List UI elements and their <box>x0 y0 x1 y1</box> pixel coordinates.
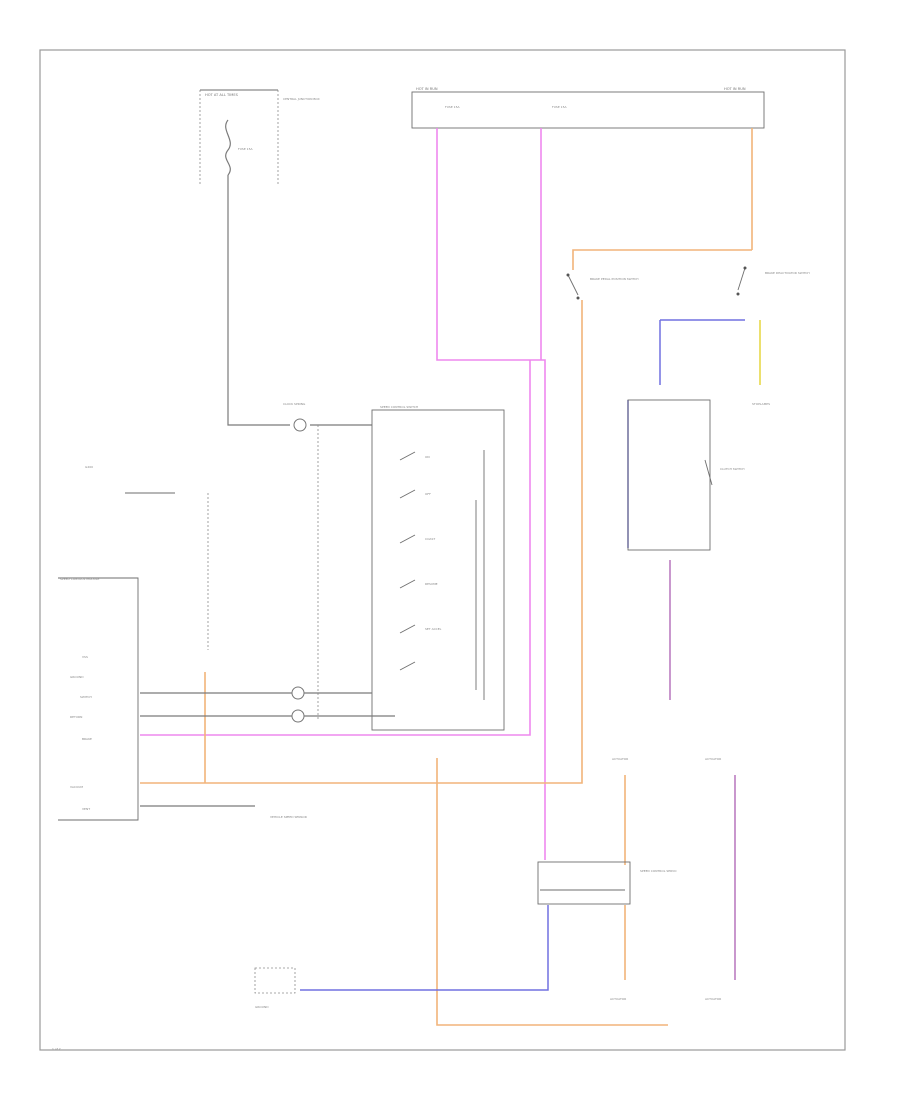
wire-blue-ground <box>300 905 549 991</box>
clock-spring-label: CLOCK SPRING <box>283 402 306 406</box>
module-pin-1: VSS <box>82 655 88 659</box>
brake-switch-left: BRAKE PEDAL POSITION SWITCH <box>566 273 639 300</box>
ground-left-label: G200 <box>85 465 93 469</box>
speed-control-module: SPEED CONTROL MODULE VSS GROUND SWITCH R… <box>58 577 139 821</box>
brake-switch-left-label: BRAKE PEDAL POSITION SWITCH <box>590 277 639 281</box>
switch-coast-label: COAST <box>425 537 435 541</box>
clutch-switch-label: CLUTCH SWITCH <box>720 467 745 471</box>
wire-pink-left <box>436 128 546 860</box>
speed-control-switch: SPEED CONTROL SWITCH ON OFF COAST RESUME… <box>371 405 505 731</box>
hot-at-all-times-label: HOT AT ALL TIMES <box>205 93 239 97</box>
module-pin-4: RETURN <box>70 715 82 719</box>
switch-resume-label: RESUME <box>425 582 438 586</box>
vss-label: VEHICLE SPEED SENSOR <box>270 815 307 819</box>
actuator-bottom-left: ACTUATOR <box>610 997 626 1001</box>
switch-off-label: OFF <box>425 492 431 496</box>
module-pin-3: SWITCH <box>80 695 92 699</box>
hot-in-run-label: HOT IN RUN <box>416 87 438 91</box>
servo-label: SPEED CONTROL SERVO <box>640 869 677 873</box>
brake-switch-right-label: BRAKE DEACTIVATOR SWITCH <box>765 271 810 275</box>
module-pin-2: GROUND <box>70 675 84 679</box>
fuse-block-left-label: CENTRAL JUNCTION BOX <box>283 97 320 101</box>
actuator-label-left: ACTUATOR <box>612 757 628 761</box>
ground-bottom-label: GROUND <box>255 1005 269 1009</box>
page-number: 1 of 2 <box>52 1047 61 1051</box>
hot-in-run-right-label: HOT IN RUN <box>724 87 746 91</box>
fuse-right-label: FUSE 15A <box>552 105 567 109</box>
wire-orange-module <box>140 300 583 784</box>
wire-black-clockspring <box>227 175 290 426</box>
module-label: SPEED CONTROL MODULE <box>60 577 99 581</box>
actuator-bottom-right: ACTUATOR <box>705 997 721 1001</box>
brake-switch-right: BRAKE DEACTIVATOR SWITCH <box>736 266 810 296</box>
diagram-frame <box>39 49 846 1051</box>
stoplamps-label: STOPLAMPS <box>752 402 770 406</box>
fuse-block-left: HOT AT ALL TIMES CENTRAL JUNCTION BOX FU… <box>199 89 320 185</box>
wire-pink-module <box>140 360 531 736</box>
module-pin-7: VENT <box>82 807 90 811</box>
wire-orange-brake <box>572 249 752 270</box>
actuator-label-right: ACTUATOR <box>705 757 721 761</box>
switch-connector-2 <box>291 709 305 723</box>
wire-orange-bottom <box>436 758 668 1026</box>
switch-on-label: ON <box>425 455 430 459</box>
fuse-panel-top: HOT IN RUN HOT IN RUN FUSE 15A FUSE 15A <box>411 87 765 129</box>
speed-control-servo: SPEED CONTROL SERVO <box>537 861 677 905</box>
fuse-left-label: FUSE 15A <box>238 147 253 151</box>
fuse-mid-label: FUSE 15A <box>445 105 460 109</box>
clock-spring-connector <box>293 418 307 432</box>
switch-connector-1 <box>291 686 305 700</box>
switch-set-label: SET ACCEL <box>425 627 442 631</box>
clutch-switch: CLUTCH SWITCH <box>627 399 745 551</box>
module-pin-5: BRAKE <box>82 737 92 741</box>
module-pin-6: VACUUM <box>70 785 83 789</box>
speed-control-switch-label: SPEED CONTROL SWITCH <box>380 405 418 409</box>
